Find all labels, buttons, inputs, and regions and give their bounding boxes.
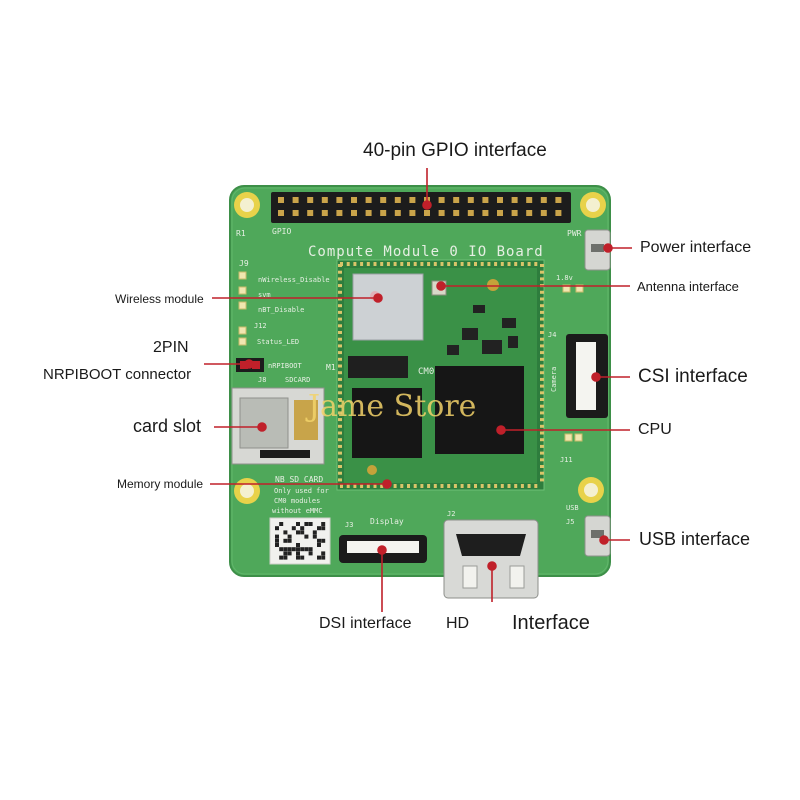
svg-text:Display: Display (370, 517, 404, 526)
gpio-pin (409, 210, 416, 216)
gpio-pin (307, 197, 314, 203)
svg-text:CM0 modules: CM0 modules (274, 497, 320, 505)
svg-text:J5: J5 (566, 518, 574, 526)
svg-text:J8: J8 (258, 376, 266, 384)
label-memory: Memory module (117, 477, 204, 491)
gpio-pin (380, 210, 387, 216)
gpio-pin (438, 210, 445, 216)
label-2pin: 2PIN (153, 339, 189, 356)
gpio-pin (511, 197, 518, 203)
svg-text:svm: svm (258, 291, 271, 299)
svg-text:Camera: Camera (550, 367, 558, 392)
gpio-pin (278, 210, 284, 216)
gpio-pin (511, 210, 518, 216)
sd-card-slot (231, 387, 325, 465)
gpio-pin (526, 197, 533, 203)
svg-text:M1: M1 (326, 363, 336, 372)
gpio-pin (394, 210, 401, 216)
label-nrpiboot: NRPIBOOT connector (43, 366, 192, 383)
svg-text:J2: J2 (447, 510, 455, 518)
gpio-pin (526, 210, 533, 216)
j9-pins (238, 271, 247, 346)
gpio-pin (321, 197, 328, 203)
wireless-module (352, 273, 424, 341)
svg-text:Only used for: Only used for (274, 487, 329, 495)
svg-text:NB SD CARD: NB SD CARD (275, 475, 323, 484)
svg-text:USB: USB (566, 504, 579, 512)
gpio-pin (497, 197, 503, 203)
gpio-pin (292, 197, 299, 203)
leader-lines (204, 168, 632, 612)
svg-text:J11: J11 (560, 456, 573, 464)
small-components (348, 305, 518, 378)
svg-text:SDCARD: SDCARD (285, 376, 310, 384)
label-cardslot: card slot (133, 416, 202, 436)
gpio-pin (336, 197, 343, 203)
gpio-pin (555, 210, 562, 216)
gpio-pin (278, 197, 284, 203)
cpu-chip (435, 366, 524, 454)
svg-text:R1: R1 (236, 229, 246, 238)
gpio-pin (307, 210, 314, 216)
label-hd-interface: Interface (512, 612, 590, 634)
gpio-pin (540, 210, 547, 216)
watermark: Jame Store (305, 389, 476, 424)
label-antenna: Antenna interface (637, 279, 739, 294)
mounting-holes (234, 192, 606, 504)
label-cpu: CPU (638, 421, 672, 438)
svg-text:PWR: PWR (567, 229, 582, 238)
hdmi-connector (443, 519, 539, 599)
svg-text:J12: J12 (254, 322, 267, 330)
svg-text:J4: J4 (548, 331, 556, 339)
gpio-pin (365, 197, 372, 203)
gpio-pin (292, 210, 299, 216)
svg-text:nRPIBOOT: nRPIBOOT (268, 362, 303, 370)
svg-text:GPIO: GPIO (272, 227, 291, 236)
svg-text:CM0: CM0 (418, 367, 434, 377)
gpio-pin (351, 210, 357, 216)
gpio-pin (424, 210, 430, 216)
svg-text:without eMMC: without eMMC (272, 507, 323, 515)
board-title-silk: Compute Module 0 IO Board (308, 244, 544, 260)
gpio-pin (394, 197, 401, 203)
gpio-pin (380, 197, 387, 203)
gpio-pin (438, 197, 445, 203)
label-usb: USB interface (639, 529, 751, 549)
gpio-pin (467, 210, 474, 216)
svg-text:1.8v: 1.8v (556, 274, 573, 282)
gpio-pin (467, 197, 474, 203)
memory-chip (352, 388, 422, 458)
label-hd: HD (446, 615, 470, 632)
gpio-pin (351, 197, 357, 203)
gpio-pin (453, 197, 460, 203)
gpio-pin (555, 197, 562, 203)
gpio-pin (453, 210, 460, 216)
gpio-pin (540, 197, 547, 203)
svg-text:nBT_Disable: nBT_Disable (258, 306, 304, 314)
label-csi: CSI interface (638, 366, 748, 387)
gpio-pin (409, 197, 416, 203)
label-power: Power interface (640, 239, 752, 256)
gpio-pin (482, 210, 489, 216)
label-wireless: Wireless module (115, 292, 204, 306)
gpio-header (271, 192, 571, 223)
gpio-pin (497, 210, 503, 216)
gpio-pin (365, 210, 372, 216)
label-gpio: 40-pin GPIO interface (363, 140, 547, 161)
gpio-pin (321, 210, 328, 216)
svg-text:J3: J3 (345, 521, 353, 529)
svg-text:nWireless_Disable: nWireless_Disable (258, 276, 330, 284)
gpio-pin (336, 210, 343, 216)
label-dsi: DSI interface (319, 615, 412, 632)
svg-text:J9: J9 (239, 259, 249, 268)
gpio-pin (482, 197, 489, 203)
svg-text:Status_LED: Status_LED (257, 338, 299, 346)
